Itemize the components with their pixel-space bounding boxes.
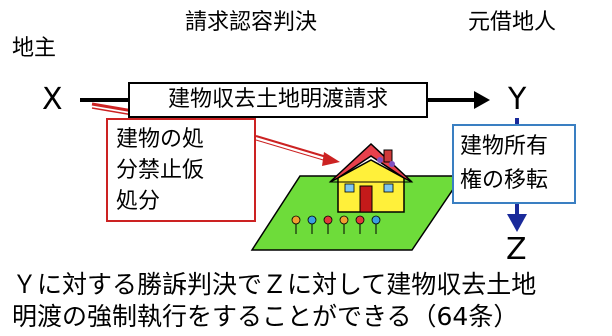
injunction-to-house-arrow xyxy=(255,135,331,159)
judgment-label: 請求認容判決 xyxy=(185,10,318,35)
land-plot xyxy=(250,175,464,251)
tenant-y: Y xyxy=(508,82,527,117)
landowner-x: X xyxy=(42,82,63,117)
transfer-box: 建物所有 権の移転 xyxy=(452,124,576,204)
house-illustration xyxy=(328,142,414,213)
transferee-z: Z xyxy=(506,232,527,267)
injunction-box: 建物の処 分禁止仮 処分 xyxy=(106,118,256,222)
arrowhead-to-y xyxy=(474,91,490,109)
injunction-line-2: 分禁止仮 xyxy=(116,158,205,183)
claim-box: 建物収去土地明渡請求 xyxy=(128,82,428,118)
tenant-role: 元借地人 xyxy=(468,10,557,35)
injunction-line-1: 建物の処 xyxy=(116,127,205,152)
injunction-line-3: 処分 xyxy=(116,189,161,214)
transfer-line-2: 権の移転 xyxy=(460,168,549,193)
transfer-line-1: 建物所有 xyxy=(460,134,549,159)
caption-line-2: 明渡の強制執行をすることができる（64条） xyxy=(12,302,519,331)
flower-row xyxy=(291,215,381,234)
landowner-role: 地主 xyxy=(12,36,57,61)
caption-line-1: Ｙに対する勝訴判決でＺに対して建物収去土地 xyxy=(12,270,537,299)
